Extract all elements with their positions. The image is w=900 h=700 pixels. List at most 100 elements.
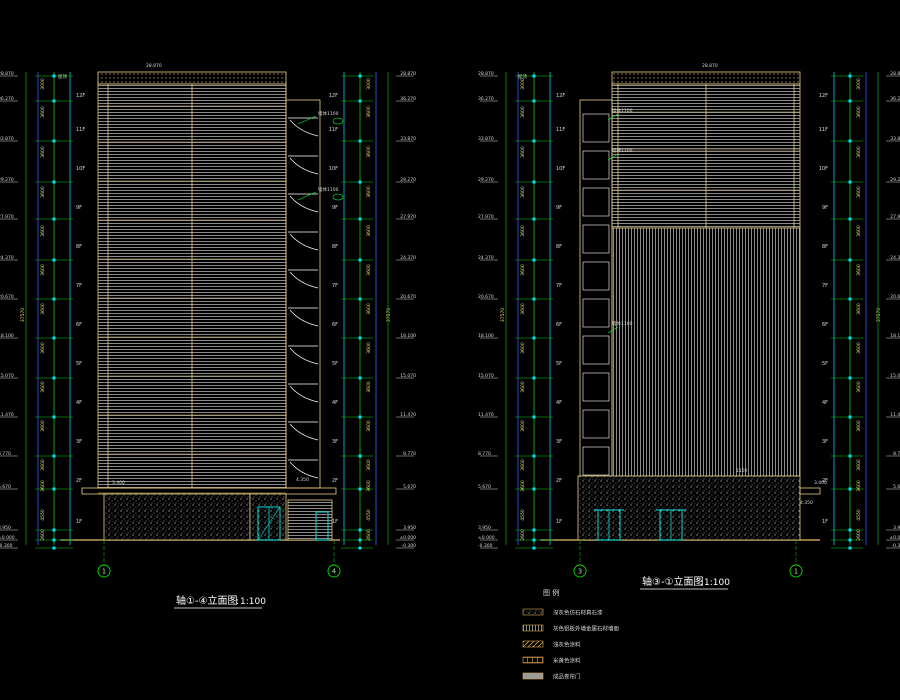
elevation-label: 18.100 — [400, 333, 416, 339]
elevation-label: 3.950 — [403, 525, 416, 531]
side-dimension: 4550 — [520, 509, 526, 521]
floor-label: 2F — [76, 478, 82, 484]
floor-label: 2F — [822, 478, 828, 484]
dim-node — [532, 99, 536, 103]
leader-line — [607, 326, 619, 334]
stair-window — [582, 113, 610, 143]
floor-label: 7F — [556, 283, 562, 289]
side-dimension: 3600 — [366, 303, 372, 315]
axis-bubble — [327, 564, 341, 578]
top-note: 屋顶 — [518, 74, 527, 80]
side-dimension: 3600 — [40, 106, 46, 118]
side-dimension: 3600 — [366, 146, 372, 158]
stair-window — [582, 261, 610, 291]
side-door — [315, 511, 329, 541]
dim-node — [532, 258, 536, 262]
floor-label: 4F — [332, 400, 338, 406]
annotation-tag — [332, 193, 344, 201]
dim-node — [358, 376, 362, 380]
annotation-label: 墙体1100 — [318, 110, 339, 117]
rolling-shutter-door — [287, 499, 333, 541]
dim-node — [52, 487, 56, 491]
floor-label: 7F — [332, 283, 338, 289]
elevation-label: 3.950 — [478, 525, 491, 531]
annotation-label: 墙体1100 — [318, 186, 339, 193]
floor-label: 6F — [332, 322, 338, 328]
floor-label: 4F — [556, 400, 562, 406]
stair-window — [582, 446, 610, 476]
floor-label: 9F — [76, 205, 82, 211]
dim-node — [52, 217, 56, 221]
right-title-text: 轴③-①立面图 — [642, 575, 704, 588]
ground-label: 4.350 — [800, 500, 813, 506]
floor-label: 12F — [329, 93, 338, 99]
stair-window — [582, 187, 610, 217]
side-dimension: 3600 — [520, 225, 526, 237]
elevation-label: 36.270 — [0, 96, 14, 102]
dim-node — [52, 297, 56, 301]
right-elevation-title: 轴③-①立面图 : 1:100 — [640, 575, 730, 590]
side-dimension: 3600 — [856, 342, 862, 354]
elevation-label: 29.270 — [478, 177, 494, 183]
floor-label: 5F — [556, 361, 562, 367]
elevation-label: ±0.000 — [478, 535, 495, 541]
elevation-label: 29.270 — [890, 177, 900, 183]
stair-window — [582, 224, 610, 254]
floor-label: 3F — [822, 439, 828, 445]
side-dimension: 3600 — [40, 264, 46, 276]
stair-window — [582, 409, 610, 439]
elevation-label: 5.670 — [0, 484, 11, 490]
stair-flight — [289, 157, 319, 175]
dim-node — [52, 258, 56, 262]
dim-node — [532, 546, 536, 550]
stair-flight — [289, 461, 319, 479]
elevation-label: ±0.000 — [889, 535, 900, 541]
dim-node — [358, 297, 362, 301]
floor-label: 2F — [556, 478, 562, 484]
dim-node — [848, 528, 852, 532]
legend-swatch — [522, 608, 544, 616]
elevation-label: 8.770 — [0, 451, 11, 457]
dim-node — [532, 538, 536, 542]
elevation-label: 33.870 — [400, 136, 416, 142]
floor-label: 6F — [76, 322, 82, 328]
side-dimension: 3600 — [520, 146, 526, 158]
side-dimension: 3600 — [856, 459, 862, 471]
floor-label: 3F — [76, 439, 82, 445]
elevation-label: 5.670 — [893, 484, 900, 490]
floor-label: 12F — [76, 93, 85, 99]
dim-node — [52, 376, 56, 380]
elevation-label: 29.270 — [0, 177, 14, 183]
total-dimension: 37570 — [500, 308, 506, 322]
elevation-label: 28.870 — [478, 71, 494, 77]
axis-bubble — [97, 564, 111, 578]
elevation-label: 33.870 — [0, 136, 14, 142]
elevation-label: 27.970 — [890, 214, 900, 220]
dim-node — [358, 415, 362, 419]
stair-flight — [289, 233, 319, 251]
roof-band — [611, 71, 801, 85]
dim-node — [848, 217, 852, 221]
side-dimension: 3600 — [40, 480, 46, 492]
left-elevation-drawing: 28.870屋顶墙体1100墙体11003.4004.35028.87036.2… — [0, 63, 416, 578]
side-dimension: 3600 — [40, 303, 46, 315]
legend-swatch — [522, 672, 544, 680]
top-dimension: 28.870 — [702, 63, 718, 69]
elevation-label: 27.970 — [478, 214, 494, 220]
legend-swatch — [522, 640, 544, 648]
side-dimension: 3600 — [856, 186, 862, 198]
side-dimension: 3600 — [366, 420, 372, 432]
elevation-label: 28.870 — [0, 71, 14, 77]
side-dimension: 2600 — [366, 529, 372, 541]
dim-node — [848, 99, 852, 103]
side-dimension: 3600 — [856, 264, 862, 276]
elevation-label: 11.470 — [478, 412, 494, 418]
side-dimension: 3600 — [520, 480, 526, 492]
ground-label: 4.350 — [296, 477, 309, 483]
floor-label: 8F — [76, 244, 82, 250]
elevation-label: ±0.000 — [0, 535, 15, 541]
annotation-label: 墙体1100 — [612, 320, 633, 327]
dim-node — [52, 528, 56, 532]
elevation-label: 27.970 — [400, 214, 416, 220]
